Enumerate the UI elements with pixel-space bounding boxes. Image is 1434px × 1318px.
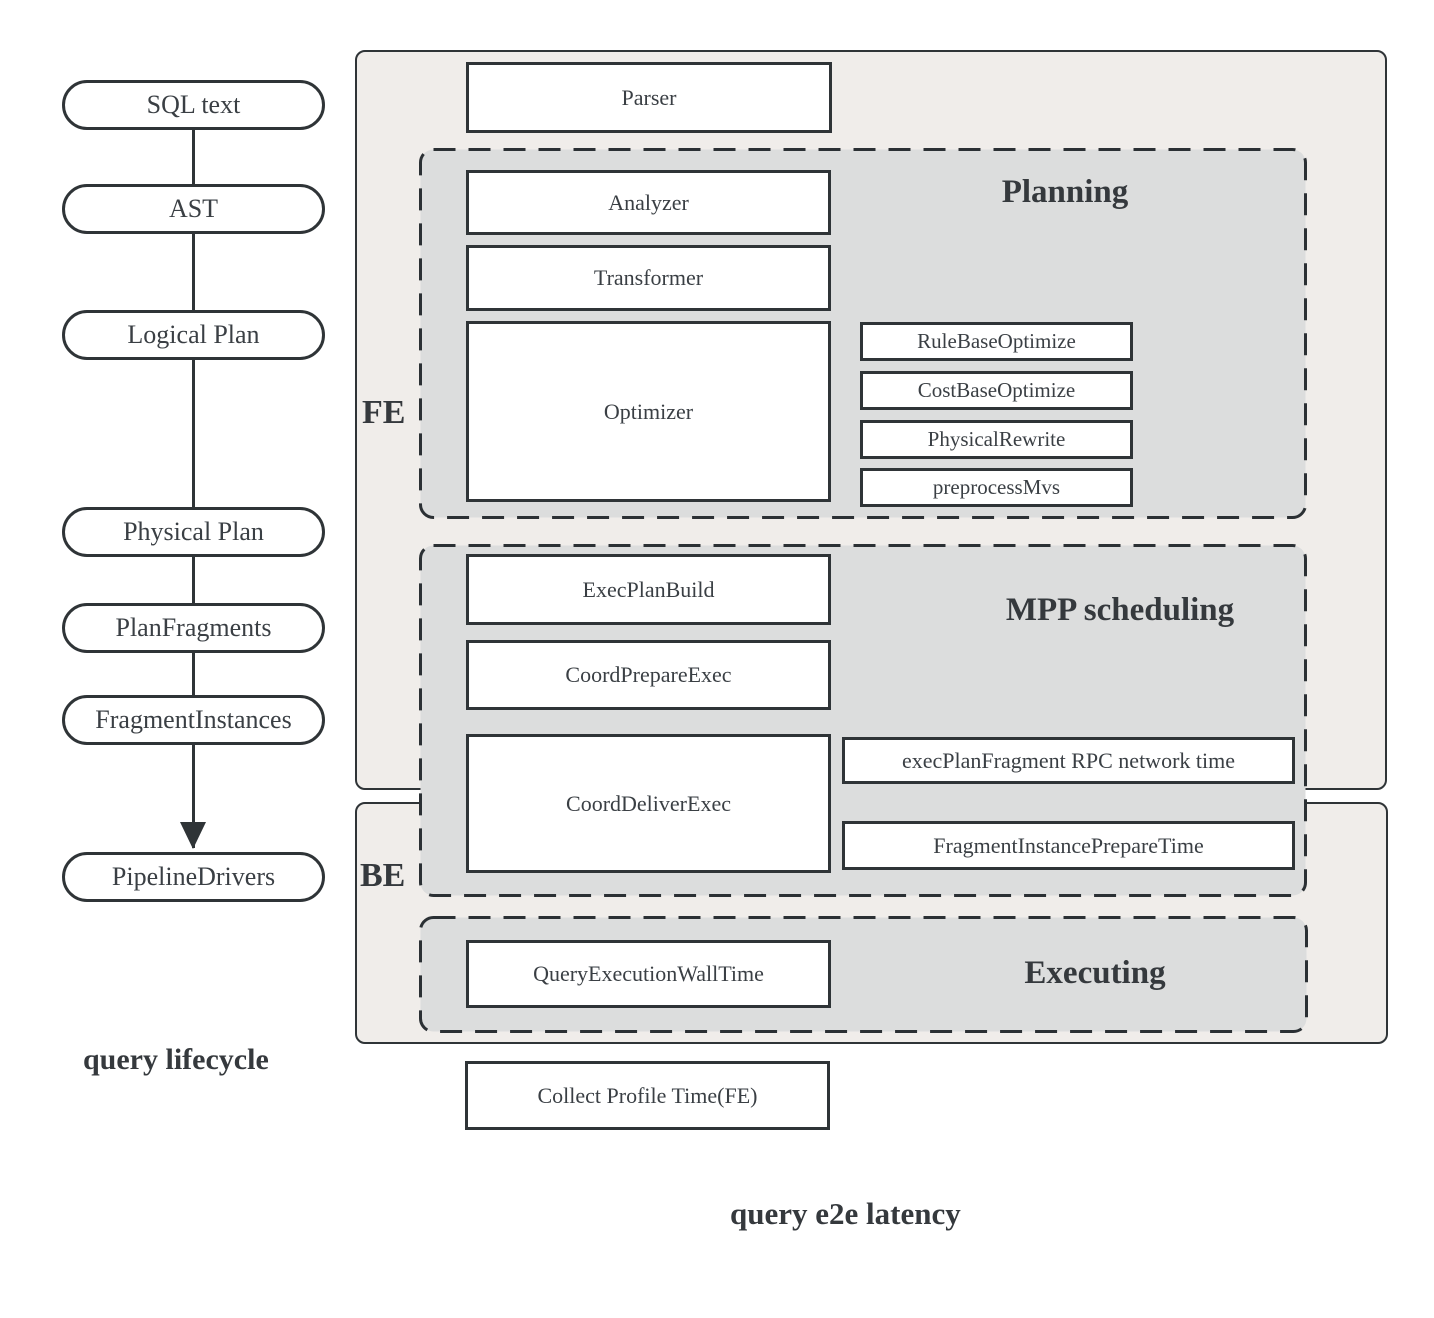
lifecycle-node-pipeline-drivers: PipelineDrivers bbox=[62, 852, 325, 902]
optimizer-box: Optimizer bbox=[466, 321, 831, 502]
lifecycle-node-fragment-instances: FragmentInstances bbox=[62, 695, 325, 745]
optimizer-step-physical-rewrite: PhysicalRewrite bbox=[860, 420, 1133, 459]
optimizer-step-rule-base-optimize: RuleBaseOptimize bbox=[860, 322, 1133, 361]
lifecycle-connector-line bbox=[192, 105, 195, 848]
planning-label: Planning bbox=[1001, 174, 1129, 210]
fragment-instance-prepare-time-box: FragmentInstancePrepareTime bbox=[842, 821, 1295, 870]
exec-plan-build-box: ExecPlanBuild bbox=[466, 554, 831, 625]
lifecycle-node-ast: AST bbox=[62, 184, 325, 234]
collect-profile-time-box: Collect Profile Time(FE) bbox=[465, 1061, 830, 1130]
coord-prepare-exec-box: CoordPrepareExec bbox=[466, 640, 831, 710]
mpp-scheduling-label: MPP scheduling bbox=[1005, 592, 1235, 628]
lifecycle-node-sql-text: SQL text bbox=[62, 80, 325, 130]
arrow-down-icon bbox=[180, 822, 206, 849]
coord-deliver-exec-box: CoordDeliverExec bbox=[466, 734, 831, 873]
lifecycle-title: query lifecycle bbox=[83, 1043, 269, 1076]
transformer-box: Transformer bbox=[466, 245, 831, 311]
optimizer-step-preprocess-mvs: preprocessMvs bbox=[860, 468, 1133, 507]
analyzer-box: Analyzer bbox=[466, 170, 831, 235]
fe-label: FE bbox=[362, 394, 406, 431]
be-label: BE bbox=[360, 857, 406, 894]
optimizer-step-cost-base-optimize: CostBaseOptimize bbox=[860, 371, 1133, 410]
lifecycle-node-physical-plan: Physical Plan bbox=[62, 507, 325, 557]
parser-box: Parser bbox=[466, 62, 832, 133]
lifecycle-node-plan-fragments: PlanFragments bbox=[62, 603, 325, 653]
executing-label: Executing bbox=[1024, 955, 1166, 991]
latency-title: query e2e latency bbox=[730, 1196, 961, 1231]
rpc-network-time-box: execPlanFragment RPC network time bbox=[842, 737, 1295, 784]
lifecycle-node-logical-plan: Logical Plan bbox=[62, 310, 325, 360]
query-execution-wall-time-box: QueryExecutionWallTime bbox=[466, 940, 831, 1008]
